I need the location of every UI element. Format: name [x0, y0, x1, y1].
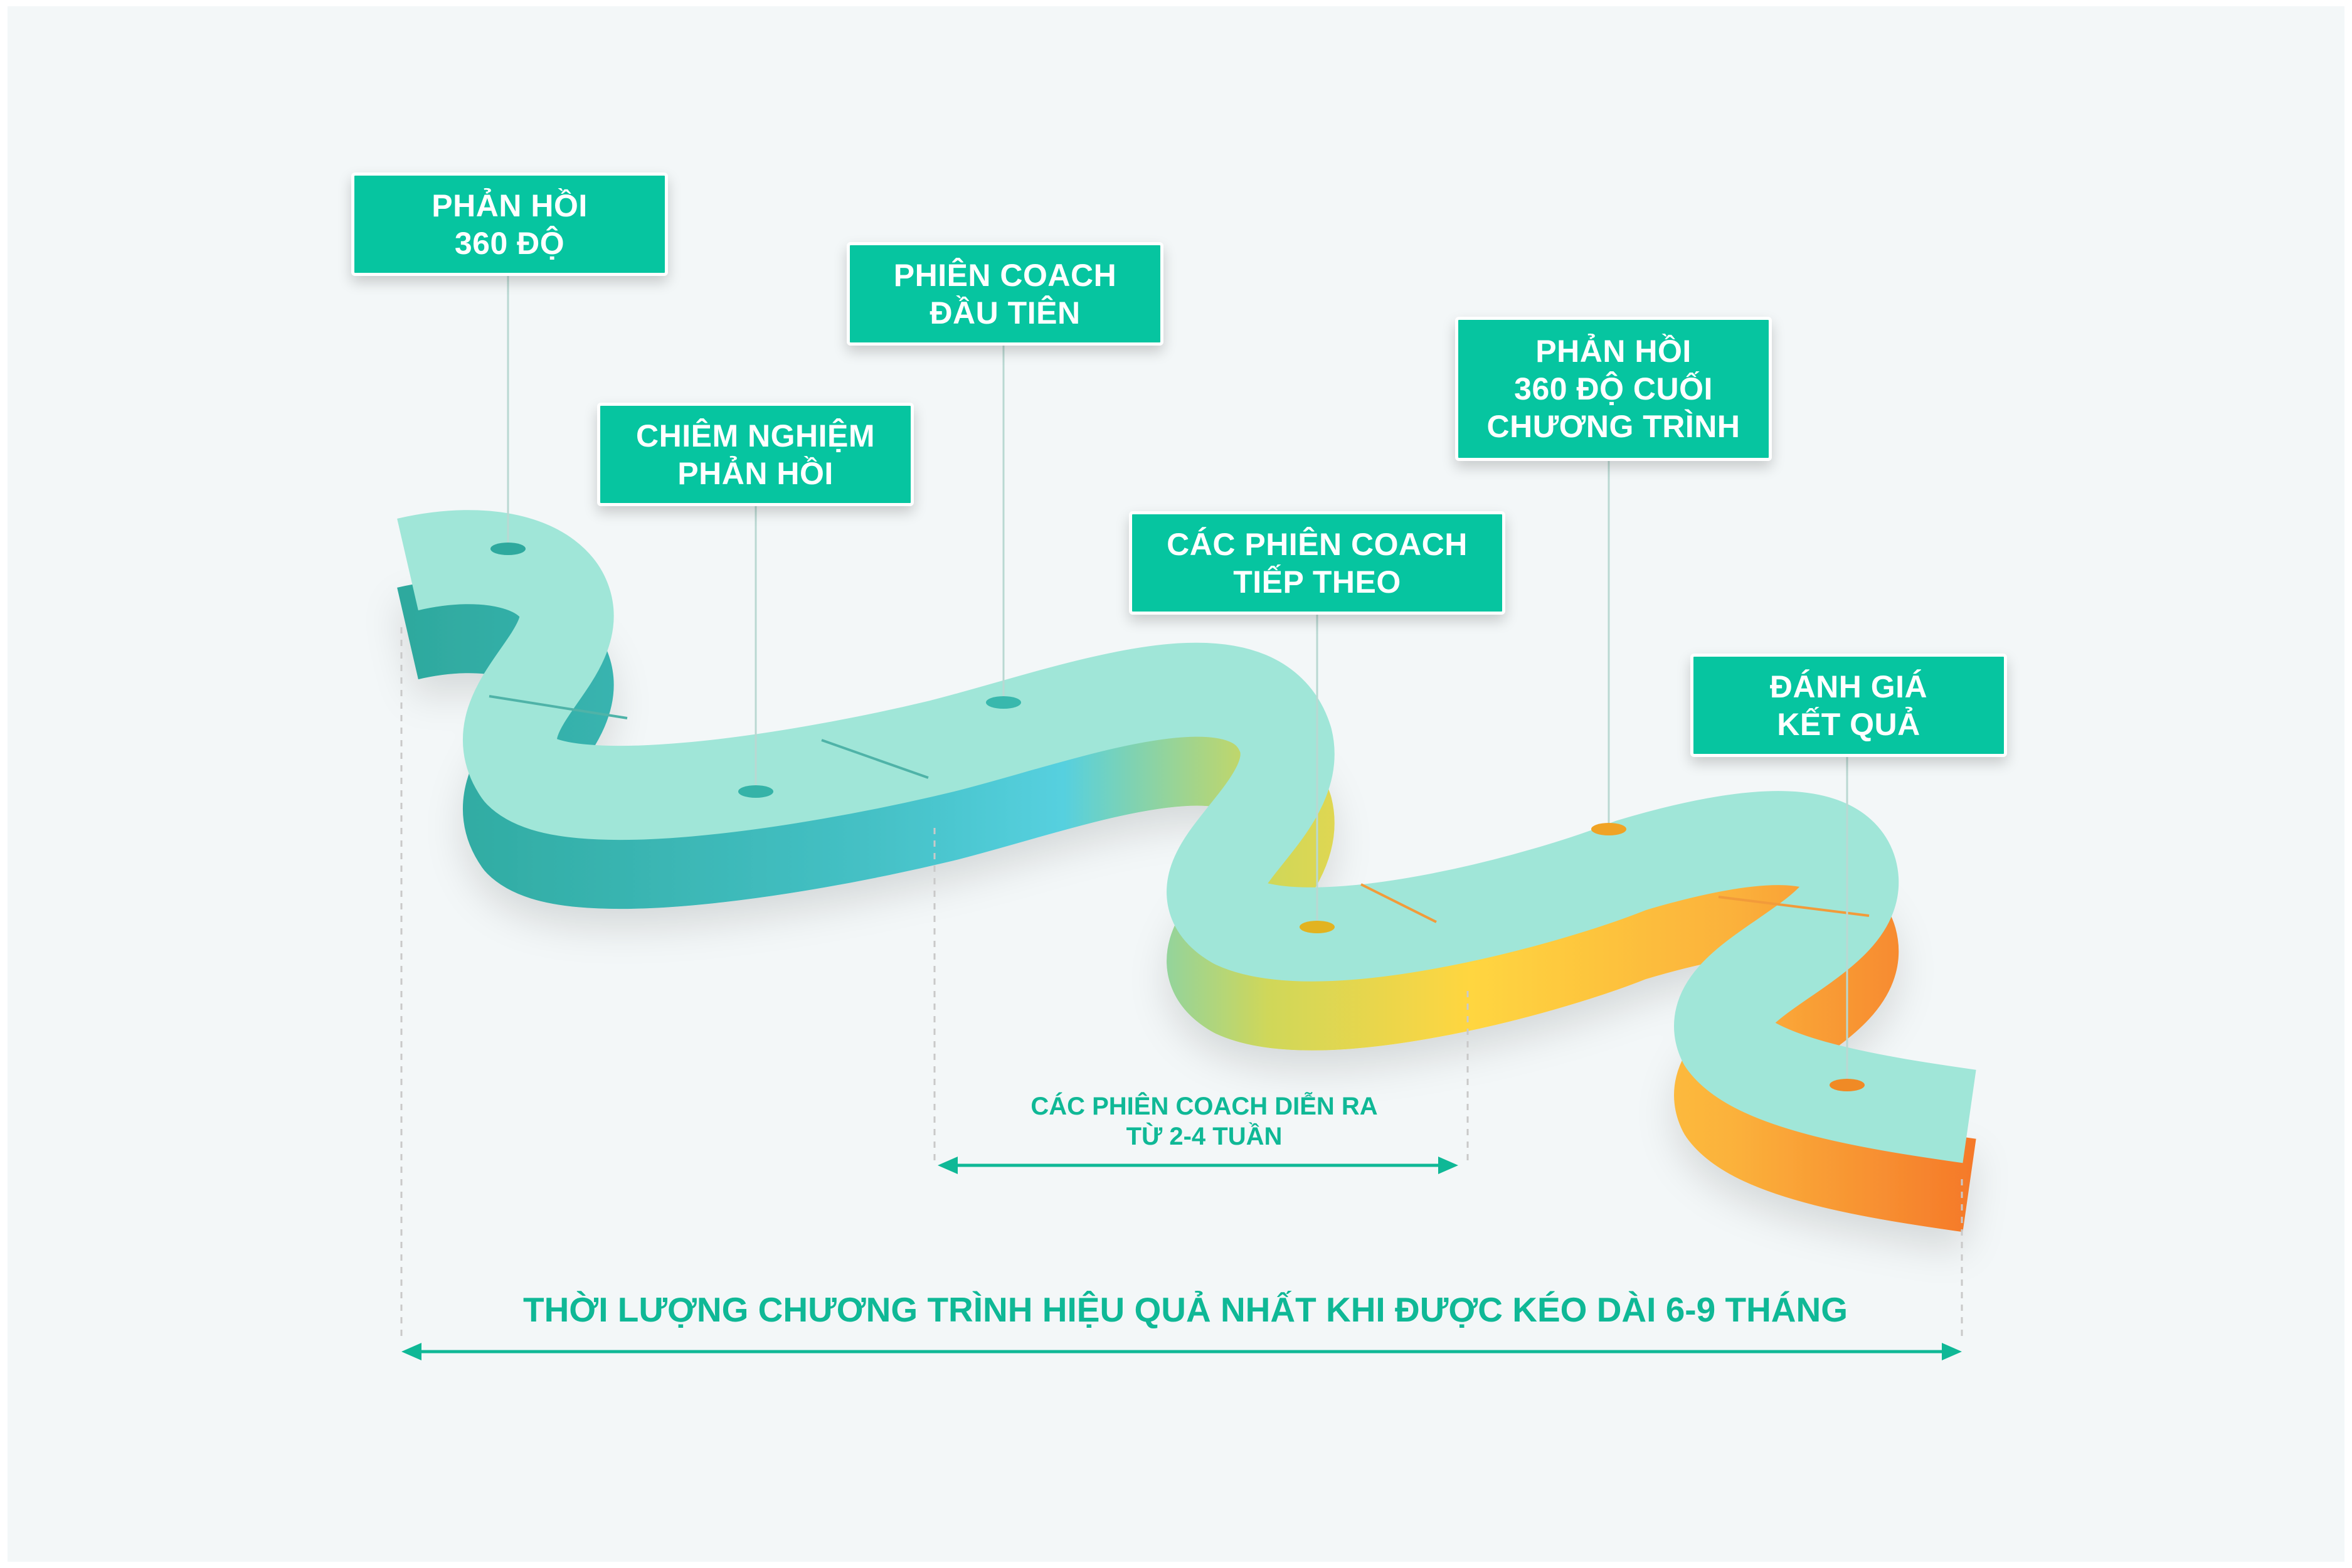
stage-marker	[1591, 823, 1626, 835]
stage-marker	[490, 543, 526, 555]
coach-period-caption: CÁC PHIÊN COACH DIỄN RA TỪ 2-4 TUẦN	[966, 1091, 1443, 1152]
duration-arrows	[401, 1157, 1962, 1360]
stage-label-line: KẾT QUẢ	[1777, 706, 1920, 742]
road-dividers	[489, 695, 1870, 923]
coach-period-line-1: CÁC PHIÊN COACH DIỄN RA	[1030, 1093, 1378, 1120]
stage-label-line: PHẢN HỒI	[677, 455, 834, 491]
stage-label-line: CHIÊM NGHIỆM	[636, 418, 875, 453]
stage-label-line: ĐÁNH GIÁ	[1769, 669, 1928, 704]
extent-guides	[400, 627, 1963, 1336]
road-divider	[821, 739, 929, 779]
stage-label-line: PHIÊN COACH	[893, 257, 1117, 293]
stage-label-line: CHƯƠNG TRÌNH	[1486, 409, 1740, 444]
program-duration-arrow-head-left	[401, 1343, 421, 1360]
road-divider	[1718, 896, 1870, 917]
stage-label-line: PHẢN HỒI	[1535, 334, 1692, 369]
leader-lines	[507, 276, 1848, 1085]
coach-period-line-2: TỪ 2-4 TUẦN	[1126, 1123, 1283, 1150]
road-divider	[489, 695, 628, 719]
stage-label-line: CÁC PHIÊN COACH	[1167, 526, 1468, 562]
road-divider	[1360, 883, 1437, 923]
stage-label-line: TIẾP THEO	[1233, 564, 1401, 600]
stage-marker	[738, 785, 773, 798]
stage-label-line: PHẢN HỒI	[432, 188, 588, 223]
coach-period-arrow-head-right	[1438, 1157, 1458, 1174]
road-top	[397, 510, 1976, 1163]
stage-marker	[1300, 921, 1335, 933]
stage-label-line: 360 ĐỘ	[454, 225, 565, 261]
coach-period-arrow-head-left	[938, 1157, 958, 1174]
stage-markers	[490, 543, 1865, 1091]
program-duration-arrow-head-right	[1942, 1343, 1962, 1360]
stage-marker	[986, 696, 1021, 709]
stage-label-line: 360 ĐỘ CUỐI	[1514, 371, 1713, 406]
stage-label-line: ĐẦU TIÊN	[930, 295, 1081, 331]
stage-marker	[1830, 1079, 1865, 1091]
program-duration-caption: THỜI LƯỢNG CHƯƠNG TRÌNH HIỆU QUẢ NHẤT KH…	[522, 1290, 1848, 1329]
